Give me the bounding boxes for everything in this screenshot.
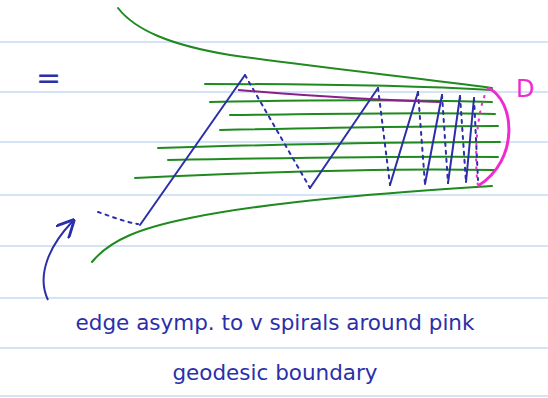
funnel-curves	[92, 8, 500, 262]
equals-sign: =	[36, 60, 76, 96]
geodesic-boundary-back	[476, 88, 488, 186]
zigzag-edge	[98, 75, 474, 225]
hidden-edges	[245, 75, 478, 188]
purple-line	[238, 90, 440, 102]
note-text: edge asymp. to v spirals around pink geo…	[44, 298, 506, 398]
pointer-arrow	[44, 222, 72, 300]
region-label: D	[516, 74, 546, 104]
ruled-lines	[0, 42, 548, 396]
geodesic-boundary	[478, 88, 509, 186]
